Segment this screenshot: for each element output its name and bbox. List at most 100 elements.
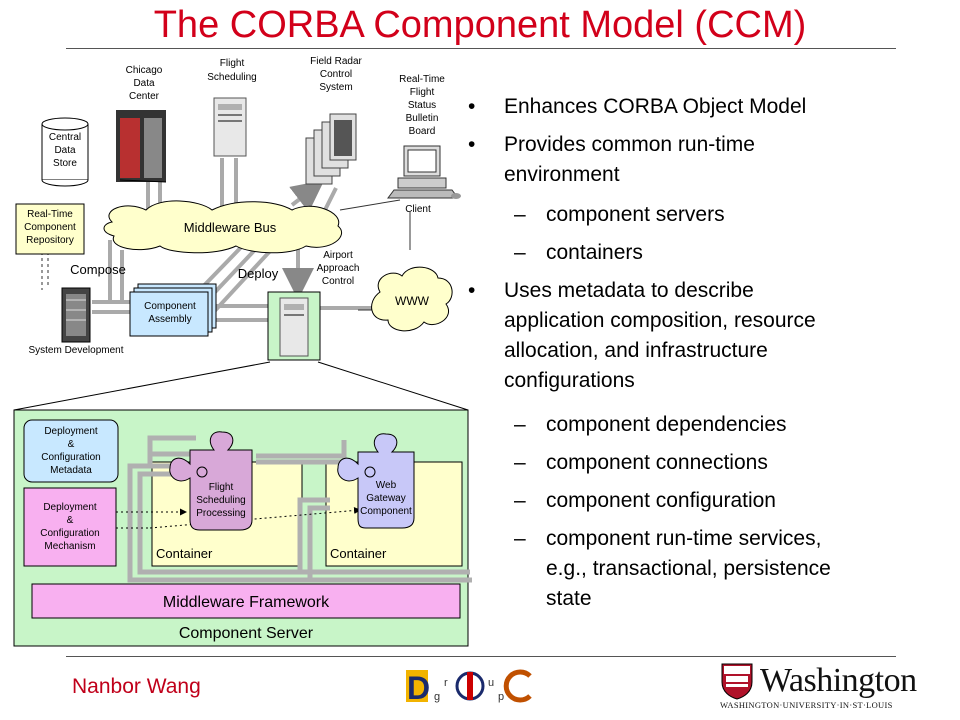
label-assembly-2: Assembly xyxy=(148,314,191,325)
label-www: WWW xyxy=(395,294,430,308)
label-meta-2: & xyxy=(68,439,75,450)
label-repo-3: Repository xyxy=(26,235,74,246)
container-loops xyxy=(127,435,472,583)
zoom-line-right xyxy=(317,361,469,411)
label-radar-3: System xyxy=(319,82,352,93)
label-meta-4: Metadata xyxy=(50,465,92,476)
sub-bullet-text: component servers xyxy=(546,203,725,226)
bullet-text-line: configurations xyxy=(504,369,635,392)
label-assembly-1: Component xyxy=(144,301,196,312)
label-flightcomp-2: Scheduling xyxy=(196,495,245,506)
bullet-text-line: environment xyxy=(504,163,620,186)
label-flightcomp-1: Flight xyxy=(209,482,234,493)
bullet-marker: • xyxy=(468,279,476,302)
dash-marker: – xyxy=(514,241,526,264)
label-store-1: Central xyxy=(49,132,81,143)
bullet-marker: • xyxy=(468,95,476,118)
label-flightsched-1: Flight xyxy=(220,58,245,69)
label-airport-2: Approach xyxy=(317,263,360,274)
label-container-left: Container xyxy=(156,546,213,561)
label-status-4: Bulletin xyxy=(406,113,439,124)
bullet-text-line: allocation, and infrastructure xyxy=(504,339,768,362)
mechanism-box xyxy=(23,487,117,567)
label-flightsched-2: Scheduling xyxy=(207,72,256,83)
repository-box xyxy=(15,203,85,255)
bullet-text-line: Uses metadata to describe xyxy=(504,279,754,302)
label-store-2: Data xyxy=(54,145,76,156)
doc-group-logo: D g r O u p C xyxy=(406,669,532,706)
middleware-bus-cloud xyxy=(103,200,343,254)
label-framework: Middleware Framework xyxy=(163,594,330,611)
label-mech-1: Deployment xyxy=(43,502,97,513)
web-component-shape xyxy=(337,433,415,529)
label-status-5: Board xyxy=(409,126,436,137)
label-flightcomp-3: Processing xyxy=(196,508,245,519)
label-mech-2: & xyxy=(67,515,74,526)
label-webcomp-2: Gateway xyxy=(366,493,405,504)
wu-shield-icon xyxy=(721,663,753,700)
dash-marker: – xyxy=(514,489,526,512)
washington-university-logo: Washington WASHINGTON·UNIVERSITY·IN·ST·L… xyxy=(720,662,917,710)
footer-rule xyxy=(66,656,896,657)
label-chicago-3: Center xyxy=(129,91,160,102)
doc-letter-c: C xyxy=(512,695,513,697)
flight-scheduling-server xyxy=(213,97,247,157)
label-meta-1: Deployment xyxy=(44,426,98,437)
author-name: Nanbor Wang xyxy=(72,675,201,698)
doc-letter-d: D xyxy=(407,670,430,706)
doc-letter-o: O xyxy=(460,695,461,697)
sub-bullet-text-line: component run-time services, xyxy=(546,527,822,550)
wu-subtitle: WASHINGTON·UNIVERSITY·IN·ST·LOUIS xyxy=(720,700,893,710)
sub-bullet-text-line: e.g., transactional, persistence xyxy=(546,557,831,580)
label-status-2: Flight xyxy=(410,87,435,98)
bullet-marker: • xyxy=(468,133,476,156)
zoom-line-left xyxy=(13,361,271,411)
label-server: Component Server xyxy=(179,625,314,642)
label-chicago-2: Data xyxy=(133,78,155,89)
dashed-arrows xyxy=(116,507,361,529)
label-client: Client xyxy=(405,204,431,215)
label-airport-3: Control xyxy=(322,276,354,287)
bullet-text: Enhances CORBA Object Model xyxy=(504,95,807,118)
label-middleware-bus: Middleware Bus xyxy=(184,220,277,235)
dash-marker: – xyxy=(514,527,526,550)
label-mech-3: Configuration xyxy=(40,528,99,539)
metadata-box xyxy=(23,419,119,483)
field-radar-servers xyxy=(305,113,357,185)
dash-marker: – xyxy=(514,203,526,226)
bullet-text-line: Provides common run-time xyxy=(504,133,755,156)
label-webcomp-1: Web xyxy=(376,480,397,491)
chicago-server xyxy=(116,110,167,183)
central-data-store xyxy=(41,117,89,187)
label-sysdev: System Development xyxy=(28,345,123,356)
airport-approach-server xyxy=(267,291,321,361)
label-radar-2: Control xyxy=(320,69,352,80)
www-cloud xyxy=(371,266,453,332)
wu-wordmark: Washington xyxy=(760,662,917,699)
label-webcomp-3: Component xyxy=(360,506,412,517)
label-repo-2: Component xyxy=(24,222,76,233)
label-airport-1: Airport xyxy=(323,250,353,261)
label-status-3: Status xyxy=(408,100,436,111)
doc-small-r: r xyxy=(444,677,448,689)
label-deploy: Deploy xyxy=(238,266,279,281)
doc-small-g: g xyxy=(434,691,440,703)
doc-small-p: p xyxy=(498,691,504,703)
dash-marker: – xyxy=(514,451,526,474)
label-status-1: Real-Time xyxy=(399,74,445,85)
label-repo-1: Real-Time xyxy=(27,209,73,220)
sub-bullet-text: component connections xyxy=(546,451,768,474)
dash-marker: – xyxy=(514,413,526,436)
label-container-right: Container xyxy=(330,546,387,561)
middleware-framework-bar xyxy=(31,583,461,619)
flight-component-shape xyxy=(169,431,253,531)
sysdev-server xyxy=(61,287,91,343)
sub-bullet-text: containers xyxy=(546,241,643,264)
slide-title: The CORBA Component Model (CCM) xyxy=(153,4,807,46)
label-radar-1: Field Radar xyxy=(310,56,362,67)
sub-bullet-text: component configuration xyxy=(546,489,776,512)
label-store-3: Store xyxy=(53,158,77,169)
label-compose: Compose xyxy=(70,262,126,277)
doc-small-u: u xyxy=(488,677,494,689)
